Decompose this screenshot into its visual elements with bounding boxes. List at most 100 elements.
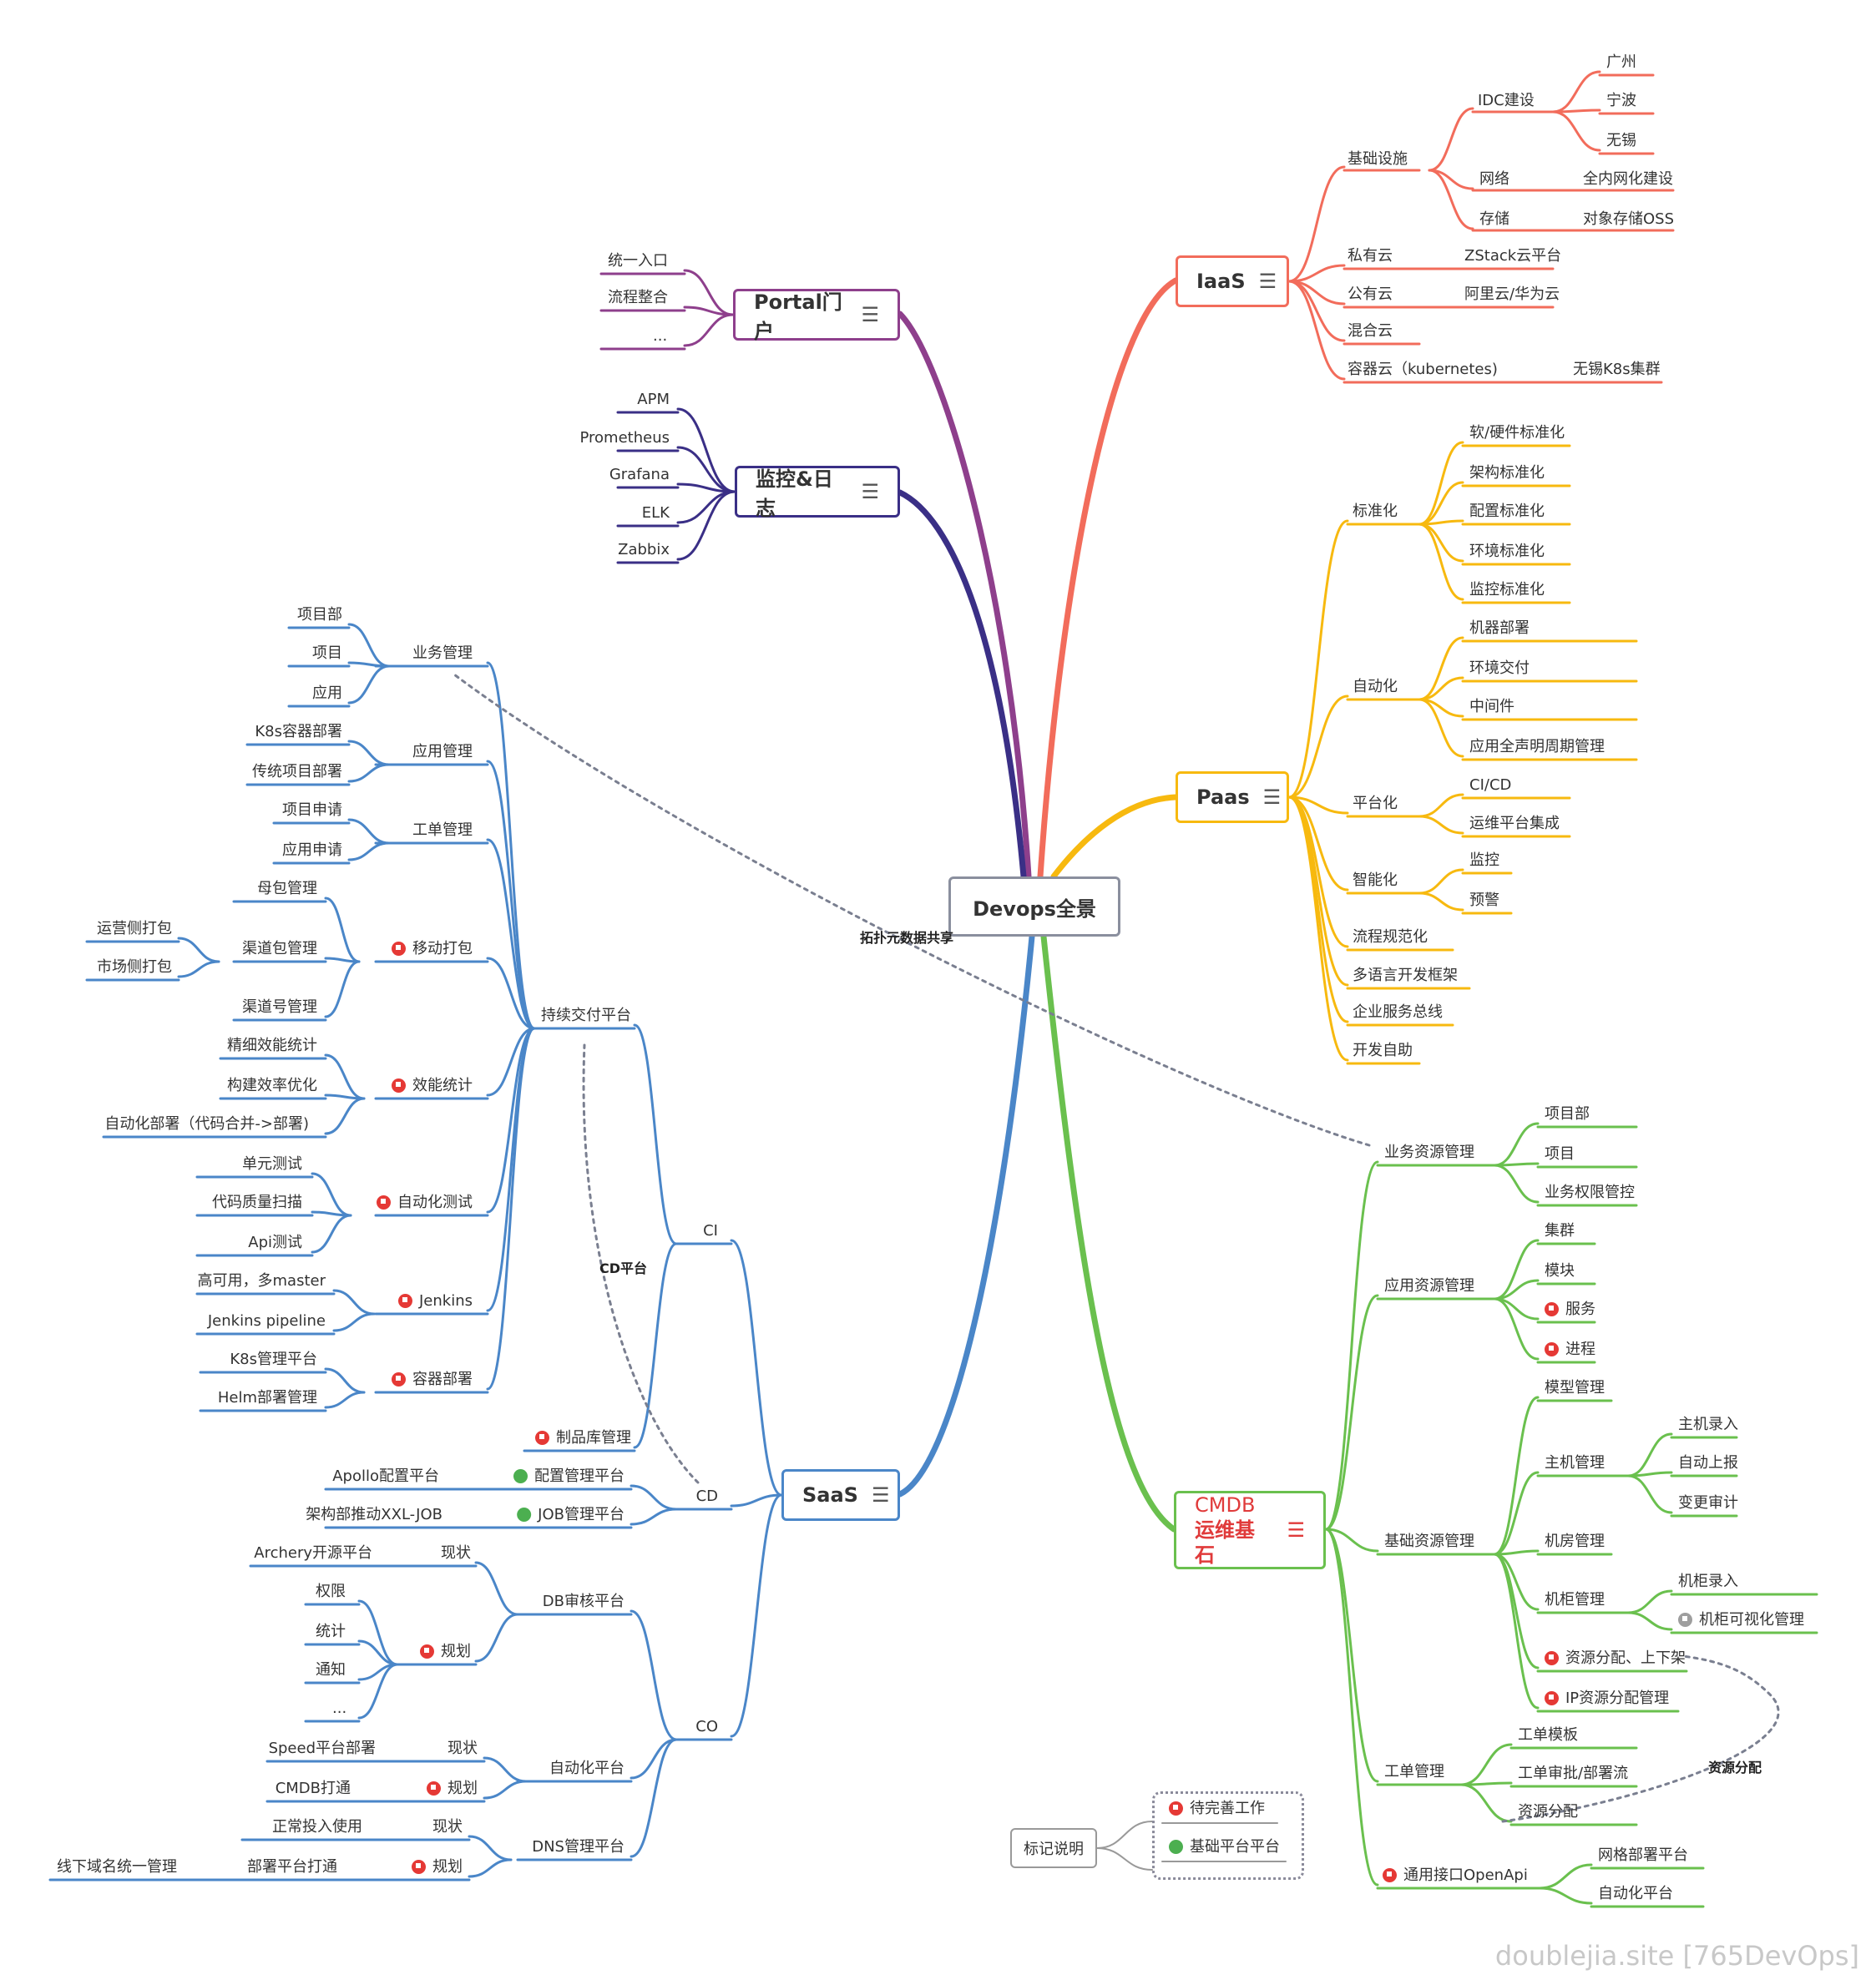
monitor-item[interactable]: Grafana [609,466,670,483]
paas-auto-item[interactable]: 环境交付 [1469,659,1530,677]
iaas-city[interactable]: 广州 [1606,53,1636,71]
iaas-infra[interactable]: 基础设施 [1348,150,1408,168]
saas-db-plan-item[interactable]: ... [332,1700,347,1717]
saas-test-item[interactable]: Api测试 [248,1234,302,1251]
cmdb-ticket[interactable]: 工单管理 [1384,1763,1444,1781]
cmdb-base[interactable]: 基础资源管理 [1384,1533,1474,1550]
resource-relation-label[interactable]: 资源分配 [1708,1760,1762,1775]
saas-auto-plan-item[interactable]: CMDB打通 [275,1780,351,1797]
paas-standard-item[interactable]: 监控标准化 [1469,581,1545,599]
paas-platform-item[interactable]: CI/CD [1469,776,1512,794]
paas-node[interactable]: Paas☰ [1176,771,1289,823]
paas-standard-item[interactable]: 架构标准化 [1469,464,1545,482]
cmdb-api-item[interactable]: 网格部署平台 [1598,1846,1688,1864]
paas-auto[interactable]: 自动化 [1353,678,1398,695]
paas-smart-item[interactable]: 监控 [1469,851,1499,869]
paas-platform[interactable]: 平台化 [1353,795,1398,812]
saas-ci[interactable]: CI [703,1222,718,1240]
cmdb-ticket-item[interactable]: 工单模板 [1518,1726,1578,1744]
monitor-item[interactable]: ELK [641,504,670,522]
saas-jenkins-item[interactable]: 高可用，多master [197,1272,326,1290]
saas-db[interactable]: DB审核平台 [542,1593,624,1610]
saas-db-now[interactable]: 现状 [441,1544,471,1562]
saas-eff-item[interactable]: 自动化部署（代码合并->部署) [104,1115,309,1133]
paas-standard[interactable]: 标准化 [1353,503,1398,520]
cmdb-app-item[interactable]: 进程 [1545,1341,1595,1359]
saas-dns-now-item[interactable]: 正常投入使用 [272,1818,362,1836]
cmdb-api-item[interactable]: 自动化平台 [1598,1885,1673,1902]
cmdb-app-item[interactable]: 服务 [1545,1301,1595,1319]
iaas-hybrid[interactable]: 混合云 [1348,322,1393,340]
iaas-city[interactable]: 无锡 [1606,132,1636,149]
paas-auto-item[interactable]: 应用全声明周期管理 [1469,738,1605,755]
saas-dns-plan-item[interactable]: 部署平台打通 [247,1858,337,1876]
iaas-private[interactable]: 私有云 [1348,247,1393,265]
saas-config-item[interactable]: Apollo配置平台 [332,1467,439,1485]
saas-dns-plan[interactable]: 规划 [412,1858,463,1877]
legend-base[interactable]: 基础平台平台 [1169,1838,1280,1856]
portal-node[interactable]: Portal门户☰ [733,289,900,343]
root-node[interactable]: Devops全景 [948,876,1120,937]
saas-jenkins-item[interactable]: Jenkins pipeline [207,1312,326,1330]
cmdb-cabinet-item[interactable]: 机柜可视化管理 [1678,1611,1804,1629]
iaas-idc[interactable]: IDC建设 [1478,92,1535,109]
saas-auto-now-item[interactable]: Speed平台部署 [268,1740,376,1757]
saas-channel[interactable]: 渠道包管理 [242,940,317,957]
paas-standard-item[interactable]: 软/硬件标准化 [1469,424,1565,442]
cmdb-host-item[interactable]: 主机录入 [1678,1416,1738,1433]
cmdb-app[interactable]: 应用资源管理 [1384,1277,1474,1295]
saas-auto-now[interactable]: 现状 [448,1740,478,1757]
paas-standard-item[interactable]: 配置标准化 [1469,503,1545,520]
cmdb-cabinet-item[interactable]: 机柜录入 [1678,1573,1738,1590]
saas-node[interactable]: SaaS☰ [781,1469,900,1521]
saas-ticket-item[interactable]: 应用申请 [282,841,342,859]
monitor-item[interactable]: Prometheus [579,429,670,447]
saas-dns-plan-sub[interactable]: 线下域名统一管理 [57,1858,177,1876]
saas-job[interactable]: JOB管理平台 [517,1506,624,1524]
saas-channel-item[interactable]: 市场侧打包 [97,958,172,976]
saas-db-plan-item[interactable]: 权限 [316,1583,346,1600]
saas-db-plan[interactable]: 规划 [420,1643,471,1661]
saas-app-item[interactable]: K8s容器部署 [255,723,342,740]
iaas-public[interactable]: 公有云 [1348,285,1393,303]
iaas-public-detail[interactable]: 阿里云/华为云 [1464,285,1560,303]
saas-db-now-item[interactable]: Archery开源平台 [254,1544,372,1562]
legend-todo[interactable]: 待完善工作 [1169,1800,1265,1818]
cmdb-cabinet[interactable]: 机柜管理 [1545,1591,1605,1609]
iaas-node[interactable]: IaaS☰ [1176,255,1289,307]
saas-channel-no[interactable]: 渠道号管理 [242,998,317,1016]
saas-eff-item[interactable]: 精细效能统计 [227,1037,317,1054]
paas-auto-item[interactable]: 中间件 [1469,698,1514,715]
paas-smart[interactable]: 智能化 [1353,871,1398,889]
saas-app[interactable]: 应用管理 [412,743,473,760]
paas-auto-item[interactable]: 机器部署 [1469,619,1530,637]
cmdb-biz-item[interactable]: 项目部 [1545,1105,1590,1123]
cmdb-ticket-item[interactable]: 工单审批/部署流 [1518,1765,1629,1782]
iaas-network-detail[interactable]: 全内网化建设 [1583,170,1673,188]
saas-cdp[interactable]: 持续交付平台 [541,1007,631,1024]
monitor-node[interactable]: 监控&日志☰ [735,466,900,520]
cmdb-model[interactable]: 模型管理 [1545,1379,1605,1397]
cmdb-app-item[interactable]: 模块 [1545,1262,1575,1280]
topology-relation-label[interactable]: 拓扑元数据共享 [860,930,954,946]
saas-container[interactable]: 容器部署 [392,1371,473,1389]
saas-eff-item[interactable]: 构建效率优化 [227,1077,317,1094]
saas-biz-item[interactable]: 应用 [312,684,342,702]
cmdb-host-item[interactable]: 变更审计 [1678,1494,1738,1512]
saas-jenkins[interactable]: Jenkins [397,1292,473,1311]
saas-db-plan-item[interactable]: 通知 [316,1661,346,1679]
iaas-city[interactable]: 宁波 [1606,92,1636,109]
saas-auto-plan[interactable]: 规划 [427,1780,478,1798]
iaas-private-detail[interactable]: ZStack云平台 [1464,247,1562,265]
cmdb-alloc[interactable]: 资源分配、上下架 [1545,1649,1686,1668]
portal-item[interactable]: ... [653,327,668,345]
cmdb-biz[interactable]: 业务资源管理 [1384,1144,1474,1161]
saas-mother[interactable]: 母包管理 [257,880,317,897]
saas-co[interactable]: CO [695,1718,718,1735]
saas-ticket-item[interactable]: 项目申请 [282,801,342,819]
paas-other[interactable]: 多语言开发框架 [1353,967,1458,984]
paas-standard-item[interactable]: 环境标准化 [1469,543,1545,560]
cmdb-host-item[interactable]: 自动上报 [1678,1454,1738,1472]
saas-test-item[interactable]: 代码质量扫描 [212,1194,302,1211]
iaas-network[interactable]: 网络 [1479,170,1509,188]
